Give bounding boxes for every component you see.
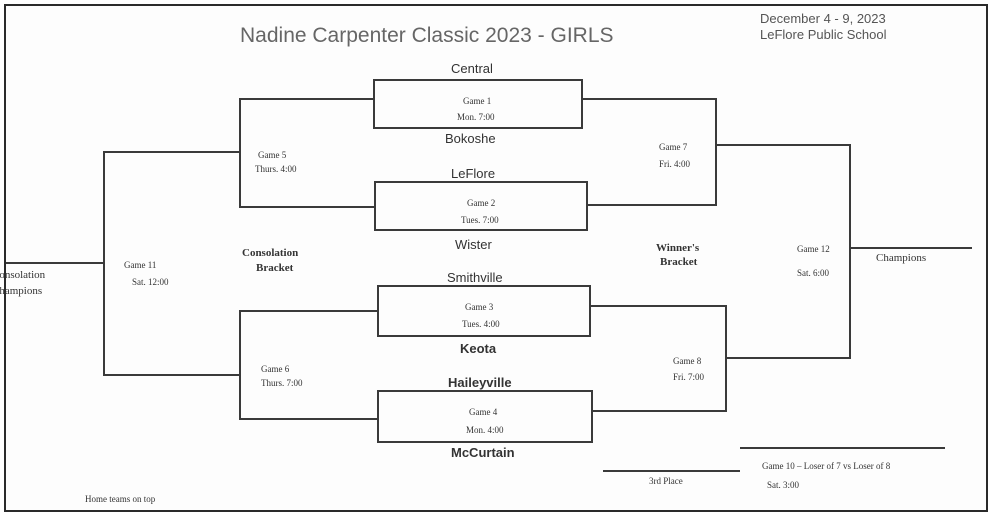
winners-bracket-label-1: Winner's — [656, 242, 700, 254]
consolation-champions-label-1: Consolation — [0, 269, 46, 281]
game-6-name: Game 6 — [261, 364, 290, 374]
game-12-name: Game 12 — [797, 244, 830, 254]
team-smithville: Smithville — [447, 270, 503, 285]
game-12-time: Sat. 6:00 — [797, 268, 830, 278]
game-6-time: Thurs. 7:00 — [261, 378, 303, 388]
game-3-time: Tues. 4:00 — [462, 319, 500, 329]
third-place-label: 3rd Place — [649, 476, 683, 486]
game-7-name: Game 7 — [659, 142, 688, 152]
bracket-sheet — [4, 4, 988, 512]
team-bokoshe: Bokoshe — [445, 131, 496, 146]
page-title: Nadine Carpenter Classic 2023 - GIRLS — [240, 24, 614, 47]
game-1-time: Mon. 7:00 — [457, 112, 495, 122]
game-8-name: Game 8 — [673, 356, 702, 366]
game-12-bracket — [716, 144, 851, 359]
consolation-bracket-label-1: Consolation — [242, 247, 299, 259]
game-8-bracket — [590, 305, 727, 412]
game-7-time: Fri. 4:00 — [659, 159, 691, 169]
game-2-name: Game 2 — [467, 198, 496, 208]
game-1-name: Game 1 — [463, 96, 492, 106]
game-5-time: Thurs. 4:00 — [255, 164, 297, 174]
game-11-name: Game 11 — [124, 260, 157, 270]
game-4-time: Mon. 4:00 — [466, 425, 504, 435]
consolation-bracket-label-2: Bracket — [256, 262, 294, 274]
game-11-time: Sat. 12:00 — [132, 277, 169, 287]
tournament-dates: December 4 - 9, 2023 — [760, 11, 886, 26]
team-leflore: LeFlore — [451, 166, 496, 181]
game-2-time: Tues. 7:00 — [461, 215, 499, 225]
team-mccurtain: McCurtain — [451, 445, 515, 460]
game-8-time: Fri. 7:00 — [673, 372, 705, 382]
game-7-bracket — [582, 98, 717, 206]
tournament-venue: LeFlore Public School — [760, 27, 887, 42]
footer-note: Home teams on top — [85, 494, 156, 504]
game-4-box — [377, 390, 593, 443]
game-4-name: Game 4 — [469, 407, 498, 417]
game-10-name: Game 10 – Loser of 7 vs Loser of 8 — [762, 461, 891, 471]
game-3-name: Game 3 — [465, 302, 494, 312]
team-keota: Keota — [460, 341, 497, 356]
champions-label: Champions — [876, 252, 927, 264]
game-5-name: Game 5 — [258, 150, 287, 160]
game-10-time: Sat. 3:00 — [767, 480, 800, 490]
team-central: Central — [451, 61, 493, 76]
game-1-box — [373, 79, 583, 129]
game-6-bracket — [239, 310, 378, 420]
team-haileyville: Haileyville — [448, 375, 512, 390]
team-wister: Wister — [455, 237, 492, 252]
winners-bracket-label-2: Bracket — [660, 256, 698, 268]
consolation-champions-label-2: Champions — [0, 285, 43, 297]
